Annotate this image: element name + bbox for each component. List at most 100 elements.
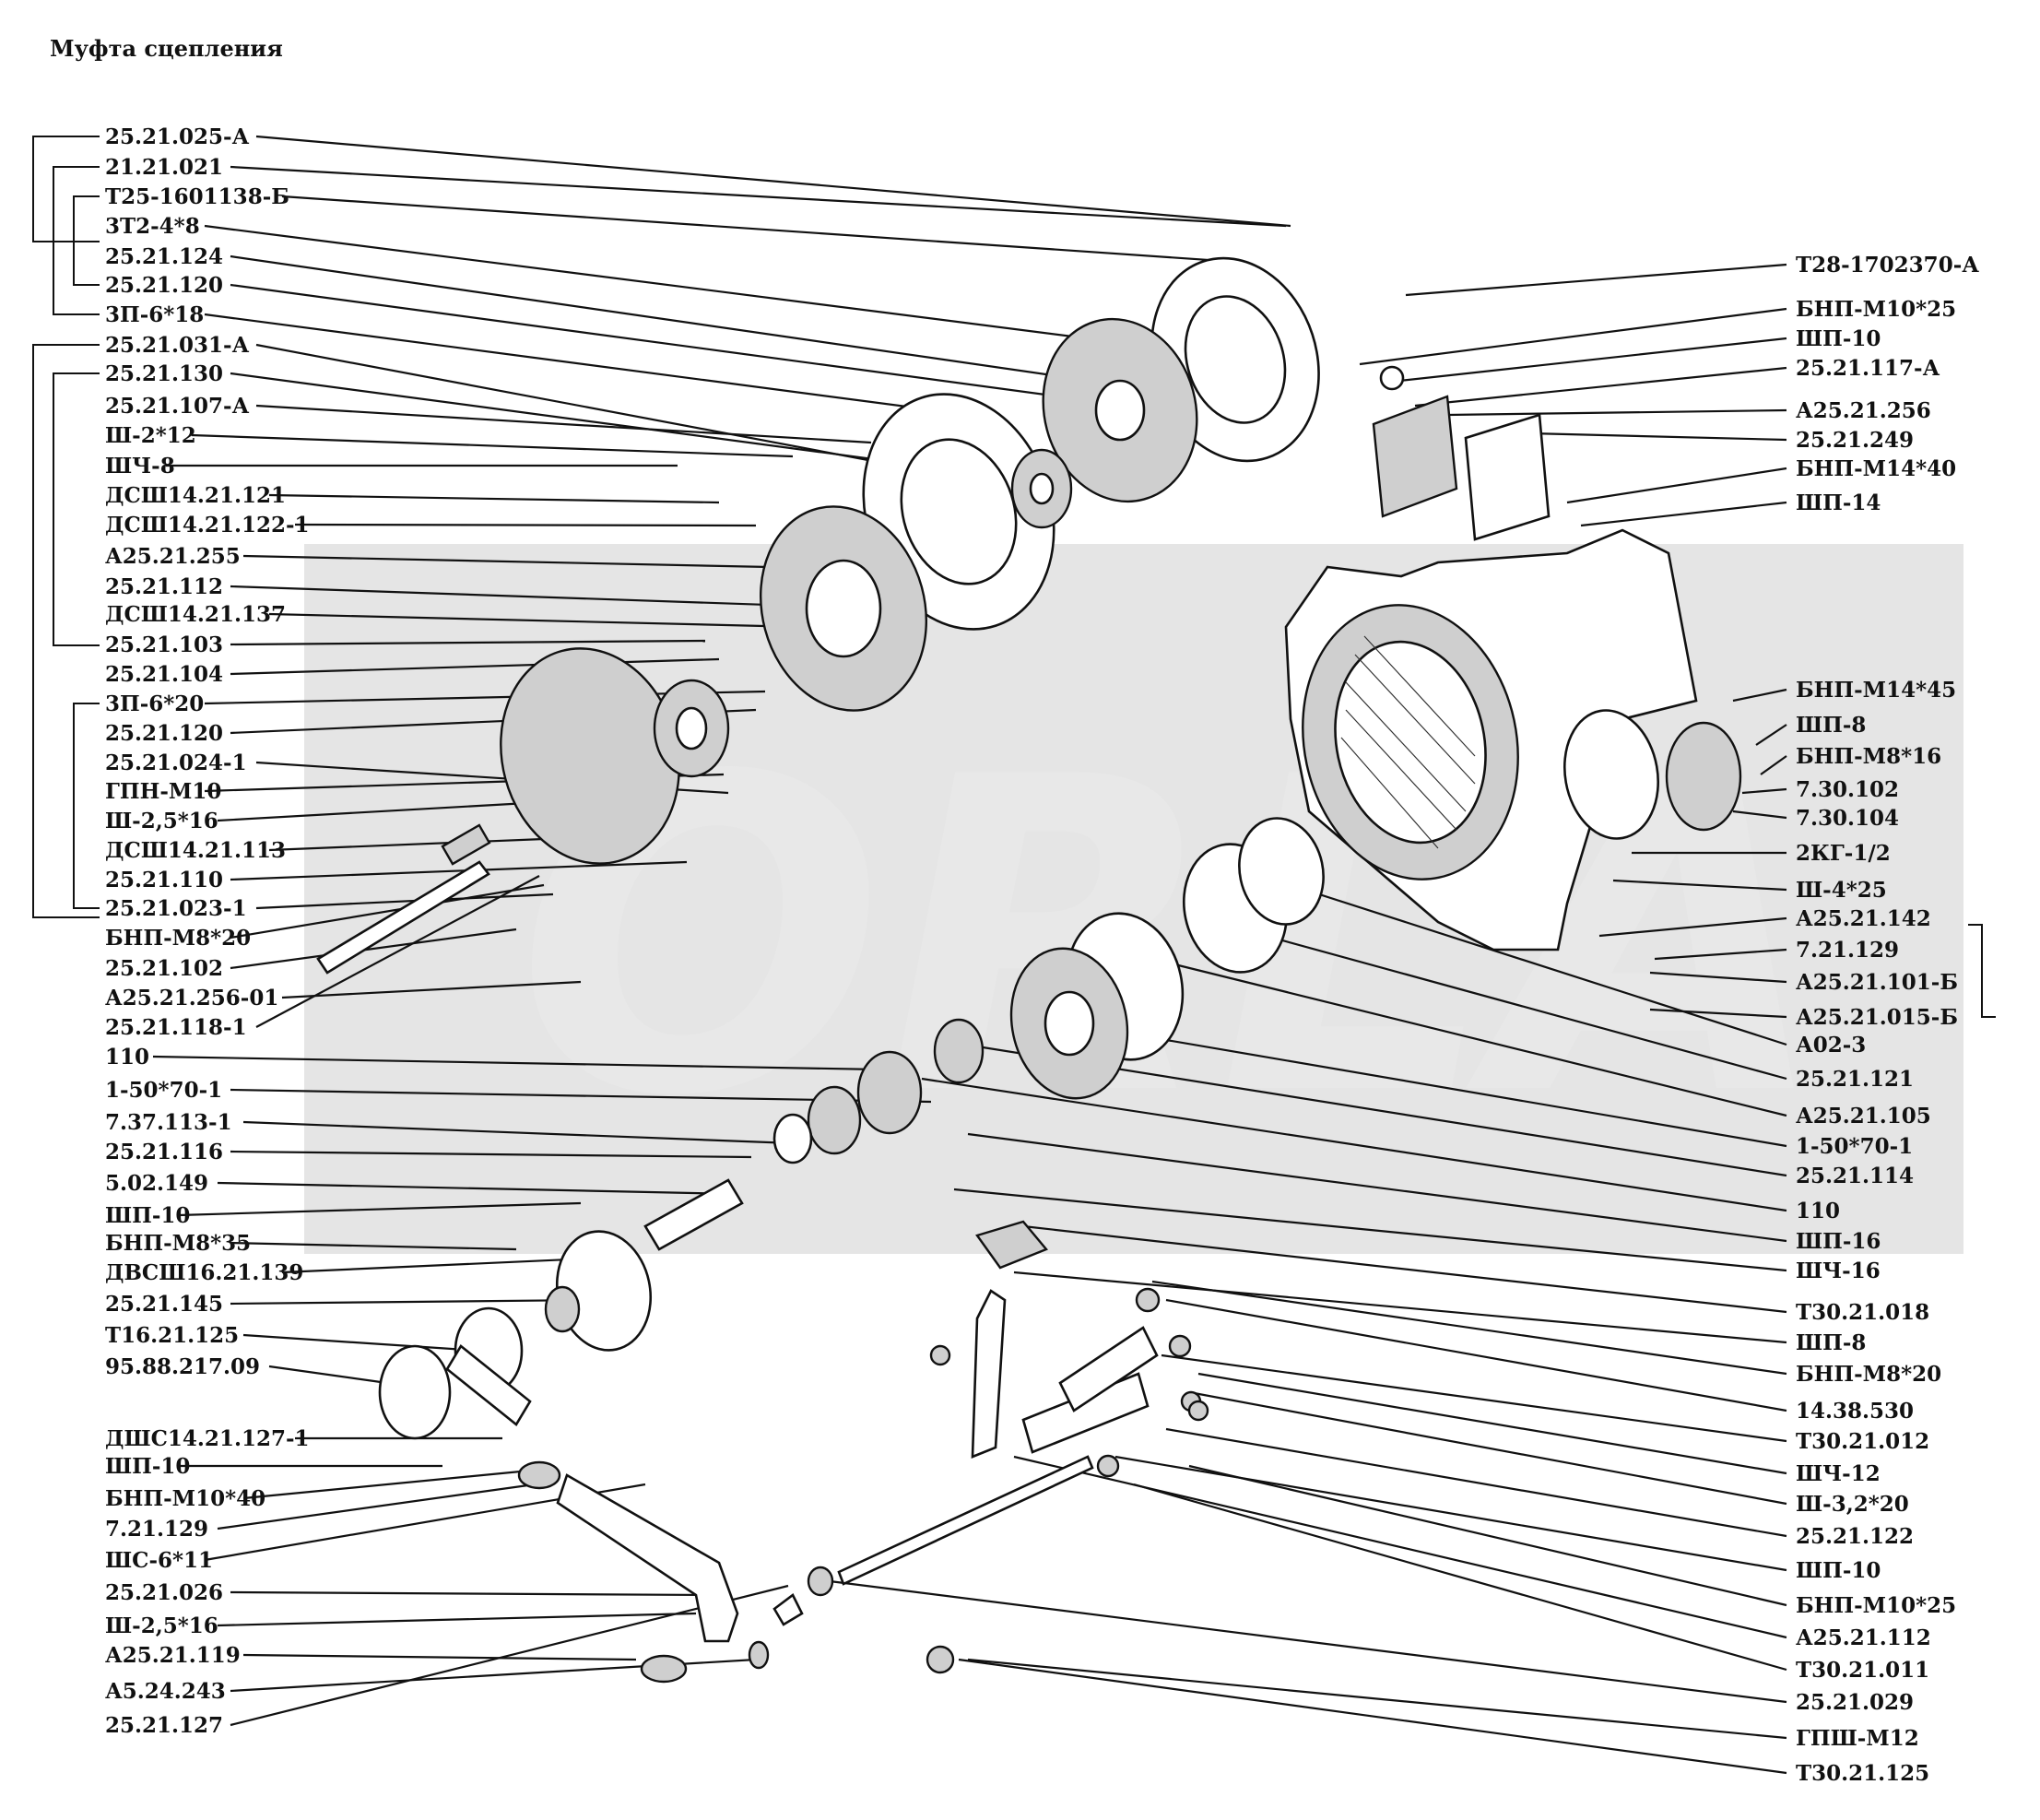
leader-line-left	[242, 1333, 480, 1353]
leader-line-left	[268, 493, 720, 504]
pedal-lever	[517, 1460, 770, 1684]
part-label-left: 25.21.110	[105, 868, 223, 892]
leader-line-left	[230, 639, 706, 646]
part-label-left: Ш-2*12	[105, 423, 196, 448]
leader-line-right	[967, 1132, 1787, 1243]
part-label-left: ДВСШ16.21.139	[105, 1260, 303, 1285]
part-label-left: 25.21.116	[105, 1140, 223, 1164]
leader-line-right	[1133, 1483, 1787, 1672]
leader-line-left	[230, 657, 720, 676]
bracket-middle-lower	[53, 372, 100, 646]
leader-line-right	[921, 1077, 1787, 1212]
leader-line-right	[958, 1658, 1787, 1775]
part-label-left: БНП-М8*35	[105, 1231, 251, 1256]
leader-line-left	[178, 1201, 582, 1217]
bracket-outer-lower	[32, 344, 100, 918]
part-label-left: А25.21.119	[105, 1643, 241, 1668]
leader-line-left	[230, 1590, 711, 1597]
leader-line-right	[1580, 501, 1787, 527]
part-label-right: 25.21.114	[1796, 1164, 1914, 1188]
part-label-right: ШЧ-12	[1796, 1461, 1881, 1486]
part-label-left: 3П-6*20	[105, 691, 204, 716]
part-label-left: ШП-10	[105, 1203, 190, 1228]
part-label-left: 3П-6*18	[105, 302, 204, 327]
part-label-left: ДШС14.21.127-1	[105, 1426, 310, 1451]
release-shaft	[316, 823, 491, 975]
leader-line-left	[217, 800, 545, 822]
part-label-left: 25.21.023-1	[105, 896, 247, 921]
part-label-left: ДСШ14.21.113	[105, 838, 286, 863]
leader-line-right	[1197, 916, 1787, 1081]
part-label-right: 25.21.117-А	[1796, 356, 1940, 381]
part-label-left: 25.21.127	[105, 1713, 223, 1738]
leader-line-left	[268, 837, 545, 852]
part-label-right: А25.21.105	[1796, 1104, 1931, 1129]
leader-line-left	[255, 404, 872, 444]
part-label-right: 14.38.530	[1796, 1399, 1914, 1424]
leader-line-right	[1165, 1427, 1787, 1538]
leader-line-right	[1359, 307, 1787, 366]
part-label-left: ШС-6*11	[105, 1548, 213, 1573]
leader-line-left	[191, 433, 794, 458]
part-label-left: 110	[105, 1045, 149, 1070]
leader-line-left	[268, 1365, 388, 1385]
part-label-left: БНП-М8*20	[105, 926, 251, 951]
leader-line-right	[1755, 724, 1787, 746]
part-label-right: 7.21.129	[1796, 938, 1899, 963]
leader-line-right	[1566, 467, 1787, 504]
leader-line-right	[1529, 431, 1787, 442]
part-label-right: Ш-3,2*20	[1796, 1492, 1909, 1517]
leader-line-left	[294, 523, 757, 527]
part-label-right: ШП-8	[1796, 713, 1866, 738]
leader-line-right	[1068, 1022, 1787, 1148]
part-label-right: 25.21.122	[1796, 1524, 1914, 1549]
part-label-right: БНП-М10*25	[1796, 297, 1956, 322]
part-label-right: ГПШ-М12	[1796, 1726, 1919, 1751]
part-label-left: ДСШ14.21.122-1	[105, 513, 310, 538]
part-label-left: 95.88.217.09	[105, 1354, 260, 1379]
part-label-right: Т30.21.012	[1796, 1429, 1929, 1454]
leader-line-left	[281, 980, 582, 999]
part-label-left: ДСШ14.21.137	[105, 602, 286, 627]
part-label-right: 7.30.102	[1796, 777, 1899, 802]
part-label-left: А25.21.256-01	[105, 986, 278, 1010]
part-label-left: 25.21.145	[105, 1292, 223, 1317]
leader-line-right	[1151, 1280, 1787, 1376]
leader-line-right	[1165, 1298, 1787, 1412]
part-label-right: А25.21.112	[1796, 1625, 1931, 1650]
part-label-right: ШП-10	[1796, 326, 1881, 351]
leader-line-left	[217, 1612, 697, 1627]
bracket-inner-top	[73, 195, 100, 286]
pressure-plate-segmented	[1042, 317, 1198, 503]
part-label-left: 25.21.102	[105, 956, 223, 981]
part-label-left: А5.24.243	[105, 1679, 226, 1704]
part-label-right: Т30.21.018	[1796, 1300, 1929, 1325]
leader-line-left	[230, 860, 688, 881]
part-label-left: 25.21.024-1	[105, 750, 247, 775]
leader-line-right	[1649, 1008, 1787, 1019]
part-label-left: 25.21.104	[105, 662, 223, 687]
leader-line-right	[1382, 337, 1787, 384]
part-label-left: Ш-2,5*16	[105, 1613, 218, 1638]
part-label-right: БНП-М14*40	[1796, 456, 1956, 481]
leader-line-right	[1732, 810, 1787, 820]
part-labels-left: 25.21.025-А21.21.021Т25-1601138-Б3Т2-4*8…	[105, 124, 310, 1738]
part-label-left: 25.21.103	[105, 632, 223, 657]
part-label-right: БНП-М14*45	[1796, 678, 1956, 703]
leader-line-right	[1446, 408, 1787, 417]
part-label-right: А25.21.101-Б	[1796, 970, 1958, 995]
leader-line-right	[1612, 879, 1787, 892]
part-label-right: ШП-8	[1796, 1330, 1866, 1355]
leader-line-left	[230, 883, 545, 940]
part-label-left: 5.02.149	[105, 1171, 208, 1196]
part-label-right: А25.21.256	[1796, 398, 1931, 423]
part-label-right: 25.21.121	[1796, 1067, 1914, 1092]
leader-line-right	[1760, 755, 1787, 775]
part-label-right: ШП-10	[1796, 1558, 1881, 1583]
part-label-right: БНП-М8*20	[1796, 1362, 1941, 1387]
part-label-right: Т30.21.011	[1796, 1658, 1929, 1683]
leader-line-left	[242, 1120, 794, 1145]
leader-line-left	[255, 875, 540, 1028]
part-label-right: А02-3	[1796, 1033, 1866, 1058]
pedal-bracket	[929, 1220, 1209, 1478]
